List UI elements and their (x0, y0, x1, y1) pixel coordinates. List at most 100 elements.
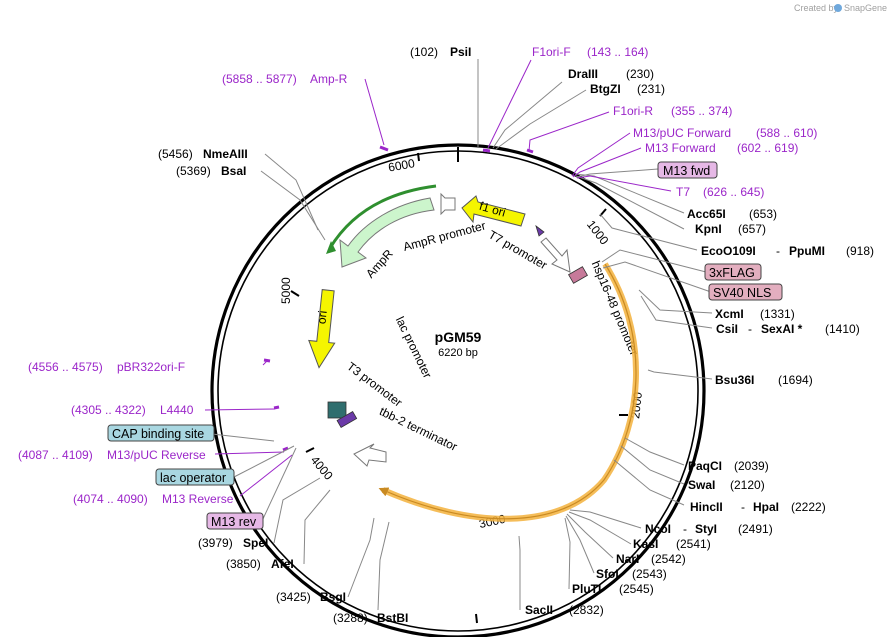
xcmi-pos: (1331) (760, 307, 795, 321)
plasmid-name: pGM59 (435, 329, 482, 345)
sfoi-pos: (2543) (632, 567, 667, 581)
btgzi-name[interactable]: BtgZI (590, 82, 621, 96)
ampr-label: AmpR (363, 246, 396, 280)
sv40-nls-box[interactable] (708, 283, 783, 301)
bstbi-name[interactable]: BstBI (377, 611, 408, 625)
xcmi-name[interactable]: XcmI (715, 307, 744, 321)
btgzi-pos: (231) (637, 82, 665, 96)
bsgi-name[interactable]: BsgI (320, 590, 346, 604)
f1ori-r-range: (355 .. 374) (671, 104, 732, 118)
kasi-name[interactable]: KasI (633, 537, 658, 551)
nmeaiii-name[interactable]: NmeAIII (203, 147, 248, 161)
3xflag-box-label: 3xFLAG (709, 266, 755, 280)
cap-binding-site-box[interactable] (107, 424, 215, 442)
hincii-pos: (2222) (791, 500, 826, 514)
m13-puc-forward-range: (588 .. 610) (756, 126, 817, 140)
box-leader-lines (211, 168, 712, 522)
m13-puc-reverse-name[interactable]: M13/pUC Reverse (107, 448, 206, 462)
tick-4000 (305, 447, 315, 453)
m13-puc-forward-name[interactable]: M13/pUC Forward (633, 126, 731, 140)
ampr-strand-line (328, 184, 437, 249)
ncoi-name[interactable]: NcoI (645, 522, 671, 536)
sexai-name[interactable]: SexAI * (761, 322, 803, 336)
ppumi-name[interactable]: PpuMI (789, 244, 825, 258)
psii-pos: (102) (410, 45, 438, 59)
sfoi-name[interactable]: SfoI (596, 567, 619, 581)
csii-name[interactable]: CsiI (716, 322, 738, 336)
feature-box-labels: M13 fwd 3xFLAG SV40 NLS CAP binding site… (107, 161, 783, 530)
l4440-range: (4305 .. 4322) (71, 403, 146, 417)
t7-primer-name[interactable]: T7 (676, 185, 690, 199)
pluti-name[interactable]: PluTI (572, 582, 601, 596)
tbb2-terminator-arrow[interactable] (353, 443, 387, 467)
tick-label-5000: 5000 (279, 277, 293, 304)
swai-name[interactable]: SwaI (688, 478, 715, 492)
pbr322ori-f-name[interactable]: pBR322ori-F (117, 360, 185, 374)
tick-3000 (475, 613, 478, 624)
hincii-name[interactable]: HincII (690, 500, 723, 514)
m13-fwd-box-label: M13 fwd (663, 164, 710, 178)
bsai-pos: (5369) (176, 164, 211, 178)
amp-r-name[interactable]: Amp-R (310, 72, 348, 86)
lac-operator-box-label: lac operator (160, 471, 226, 485)
bsai-name[interactable]: BsaI (221, 164, 246, 178)
hsp16-promoter-arrow[interactable] (540, 237, 571, 273)
eco0109i-name[interactable]: EcoO109I (701, 244, 756, 258)
kpni-name[interactable]: KpnI (695, 222, 722, 236)
m13-fwd-box[interactable] (657, 161, 718, 179)
draiii-name[interactable]: DraIII (568, 67, 598, 81)
nari-pos: (2542) (651, 552, 686, 566)
ampr-arrow[interactable] (339, 197, 435, 268)
hpai-name[interactable]: HpaI (753, 500, 779, 514)
cap-binding-site-box-label: CAP binding site (112, 427, 204, 441)
afei-name[interactable]: AfeI (271, 557, 294, 571)
csii-pos: (1410) (825, 322, 860, 336)
spei-pos: (3979) (198, 536, 233, 550)
paqci-name[interactable]: PaqCI (688, 459, 722, 473)
sacii-name[interactable]: SacII (525, 603, 553, 617)
spei-name[interactable]: SpeI (243, 536, 268, 550)
tick-5000 (290, 290, 300, 297)
sv40-nls-box-label: SV40 NLS (713, 286, 771, 300)
plasmid-size: 6220 bp (438, 347, 478, 359)
lac-operator-box[interactable] (155, 468, 235, 486)
tick-6000 (417, 152, 420, 162)
orf-arc[interactable] (381, 262, 639, 522)
nari-name[interactable]: NarI (616, 552, 639, 566)
ori-label: ori (314, 310, 329, 325)
bsu36i-name[interactable]: Bsu36I (715, 373, 754, 387)
m13-rev-box-label: M13 rev (211, 515, 257, 529)
pluti-pos: (2545) (619, 582, 654, 596)
l4440-name[interactable]: L4440 (160, 403, 194, 417)
styi-name[interactable]: StyI (695, 522, 717, 536)
enzyme-leader-lines (260, 59, 713, 611)
csii-sep: - (748, 322, 752, 336)
position-ticks (290, 147, 628, 624)
f1ori-f-name[interactable]: F1ori-F (532, 45, 571, 59)
tick-label-6000: 6000 (387, 156, 416, 174)
swai-pos: (2120) (730, 478, 765, 492)
bstbi-pos: (3288) (333, 611, 368, 625)
ampr-strand-arrow-icon (326, 241, 336, 254)
flag-nls-feature-box (568, 266, 588, 284)
kasi-pos: (2541) (676, 537, 711, 551)
f1-ori-arrow[interactable] (461, 195, 526, 227)
f1ori-r-name[interactable]: F1ori-R (613, 104, 653, 118)
eco0109i-sep: - (776, 244, 780, 258)
draiii-pos: (230) (626, 67, 654, 81)
ampr-promoter-arrow[interactable] (440, 192, 456, 216)
psii-name[interactable]: PsiI (450, 45, 471, 59)
hincii-sep: - (741, 500, 745, 514)
3xflag-box[interactable] (704, 263, 762, 281)
m13-forward-name[interactable]: M13 Forward (645, 141, 716, 155)
t7-promoter-marker (535, 224, 545, 237)
sacii-pos: (2832) (569, 603, 604, 617)
m13-rev-box[interactable] (206, 512, 264, 530)
acc65i-name[interactable]: Acc65I (687, 207, 726, 221)
nmeaiii-pos: (5456) (158, 147, 193, 161)
primer-labels: F1ori-F (143 .. 164) F1ori-R (355 .. 374… (18, 45, 817, 506)
ori-arrow[interactable] (306, 289, 340, 369)
t3-promoter-label: T3 promoter (344, 359, 405, 410)
m13-reverse-name[interactable]: M13 Reverse (162, 492, 234, 506)
